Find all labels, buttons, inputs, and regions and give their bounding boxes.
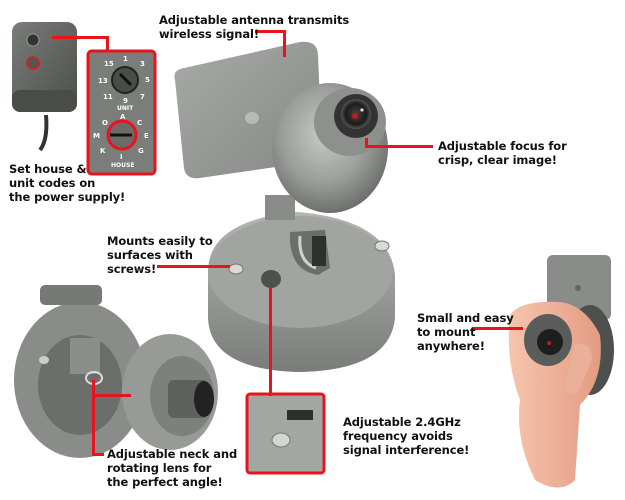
callout-line: Small and easy bbox=[417, 311, 514, 325]
callout-line: screws! bbox=[107, 262, 157, 276]
frequency-leader-vertical bbox=[269, 288, 272, 396]
small-leader bbox=[472, 327, 523, 330]
antenna-leader-vertical bbox=[283, 30, 286, 57]
unit-number: 3 bbox=[140, 60, 145, 68]
callout-line: the power supply! bbox=[9, 190, 126, 204]
house-letter: A bbox=[120, 113, 126, 121]
unit-number: 9 bbox=[123, 97, 128, 105]
power-supply-icon bbox=[12, 22, 77, 152]
neck-leader-bottom bbox=[92, 453, 104, 456]
unit-number: 11 bbox=[103, 93, 113, 101]
callout-line: frequency avoids bbox=[343, 429, 453, 443]
unit-label: UNIT bbox=[117, 105, 134, 112]
callout-frequency: Adjustable 2.4GHz frequency avoids signa… bbox=[343, 415, 469, 457]
neck-leader-top bbox=[92, 394, 131, 397]
callout-line: Adjustable antenna transmits bbox=[159, 13, 350, 27]
hand-holding-camera-icon bbox=[508, 255, 614, 488]
callout-line: wireless signal! bbox=[159, 27, 260, 41]
house-letter: C bbox=[137, 119, 143, 127]
callout-line: Adjustable 2.4GHz bbox=[343, 415, 461, 429]
camera-head-icon bbox=[272, 83, 388, 213]
callout-line: the perfect angle! bbox=[107, 475, 223, 489]
unit-number: 5 bbox=[145, 76, 150, 84]
codes-leader-vertical bbox=[106, 36, 109, 52]
callout-line: Mounts easily to bbox=[107, 234, 213, 248]
dial-inset-icon bbox=[86, 49, 157, 176]
callout-line: Adjustable focus for bbox=[438, 139, 567, 153]
mounts-leader bbox=[157, 265, 230, 268]
focus-leader-vertical bbox=[365, 138, 368, 148]
side-view-camera-icon bbox=[14, 285, 218, 458]
callout-line: Set house & bbox=[9, 162, 87, 176]
house-letter: E bbox=[144, 132, 149, 140]
callout-line: unit codes on bbox=[9, 176, 96, 190]
callout-line: crisp, clear image! bbox=[438, 153, 557, 167]
callout-line: signal interference! bbox=[343, 443, 470, 457]
callout-antenna: Adjustable antenna transmits wireless si… bbox=[159, 13, 349, 41]
codes-leader-horizontal bbox=[52, 36, 108, 39]
frequency-inset-icon bbox=[245, 392, 326, 475]
focus-leader-horizontal bbox=[367, 145, 433, 148]
house-letter: K bbox=[100, 147, 106, 155]
callout-focus: Adjustable focus for crisp, clear image! bbox=[438, 139, 567, 167]
house-letter: I bbox=[120, 153, 123, 161]
house-letter: G bbox=[138, 147, 144, 155]
callout-neck: Adjustable neck and rotating lens for th… bbox=[107, 447, 237, 489]
camera-base-icon bbox=[208, 212, 395, 372]
unit-number: 15 bbox=[104, 60, 114, 68]
callout-line: anywhere! bbox=[417, 339, 485, 353]
unit-number: 7 bbox=[140, 93, 145, 101]
unit-number: 13 bbox=[98, 77, 108, 85]
unit-number: 1 bbox=[123, 55, 128, 63]
house-letter: M bbox=[93, 132, 100, 140]
house-letter: O bbox=[102, 119, 108, 127]
callout-line: rotating lens for bbox=[107, 461, 212, 475]
callout-line: Adjustable neck and bbox=[107, 447, 238, 461]
callout-small: Small and easy to mount anywhere! bbox=[417, 311, 514, 353]
house-label: HOUSE bbox=[111, 162, 135, 169]
callout-mounts: Mounts easily to surfaces with screws! bbox=[107, 234, 213, 276]
callout-line: surfaces with bbox=[107, 248, 193, 262]
callout-codes: Set house & unit codes on the power supp… bbox=[9, 162, 125, 204]
neck-leader-vertical bbox=[92, 380, 95, 456]
antenna-leader-horizontal bbox=[255, 30, 285, 33]
callout-line: to mount bbox=[417, 325, 476, 339]
